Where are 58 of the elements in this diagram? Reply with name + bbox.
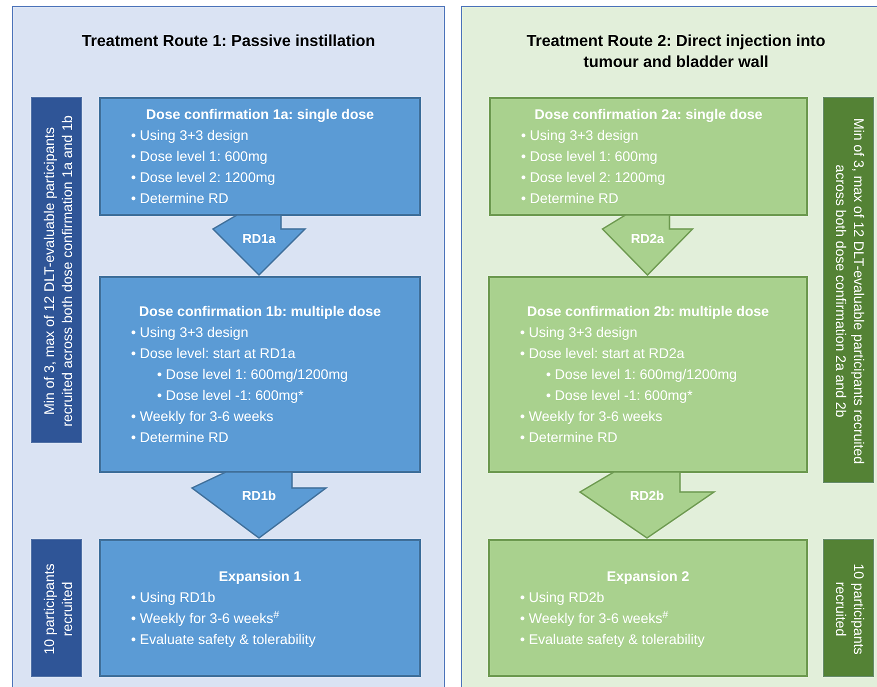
bullet-item: • Using 3+3 design bbox=[131, 126, 250, 145]
bullet-item: • Determine RD bbox=[520, 428, 618, 447]
step-box bbox=[99, 539, 421, 677]
panel-title: Treatment Route 1: Passive instillation bbox=[80, 32, 376, 52]
edge-label: RD2a bbox=[630, 230, 664, 248]
bullet-item: • Dose level 2: 1200mg bbox=[131, 168, 276, 187]
bar-text: Min of 3, max of 12 DLT-evaluable participants recruited across both dose confirmation 2a and 2b bbox=[832, 116, 868, 466]
step-box bbox=[99, 276, 421, 473]
bullet-item: • Evaluate safety & tolerability bbox=[131, 630, 317, 649]
route-panel bbox=[461, 6, 877, 687]
bullet-item: • Weekly for 3-6 weeks bbox=[131, 407, 274, 426]
block-arrow bbox=[601, 214, 694, 276]
bullet-item: • Dose level 2: 1200mg bbox=[521, 168, 666, 187]
bullet-item: • Weekly for 3-6 weeks$^{#}$ bbox=[520, 608, 670, 628]
bullet-item: • Evaluate safety & tolerability bbox=[520, 630, 706, 649]
sub-bullet-item: • Dose level 1: 600mg/1200mg bbox=[546, 365, 738, 384]
step-heading: Dose confirmation 2b: multiple dose bbox=[526, 302, 770, 321]
sub-bullet-item: • Dose level -1: 600mg* bbox=[546, 386, 694, 405]
edge-label: RD1b bbox=[242, 487, 276, 505]
side-bar bbox=[823, 539, 874, 677]
bullet-item: • Weekly for 3-6 weeks bbox=[520, 407, 664, 426]
bullet-item: • Using 3+3 design bbox=[520, 323, 638, 342]
panel-title: Treatment Route 2: Direct injection into tumour and bladder wall bbox=[526, 32, 826, 73]
sub-bullet-item: • Dose level 1: 600mg/1200mg bbox=[157, 365, 349, 384]
side-bar bbox=[823, 97, 874, 483]
block-arrow bbox=[578, 471, 716, 539]
bar-text: 10 participants recruited bbox=[832, 562, 868, 657]
bullet-item: • Weekly for 3-6 weeks$^{#}$ bbox=[131, 608, 280, 628]
step-box bbox=[99, 97, 421, 216]
route-panel bbox=[12, 6, 445, 687]
side-bar bbox=[31, 539, 82, 677]
bullet-item: • Dose level: start at RD2a bbox=[520, 344, 686, 363]
block-arrow bbox=[212, 214, 307, 276]
bullet-item: • Dose level: start at RD1a bbox=[131, 344, 296, 363]
side-bar bbox=[31, 97, 82, 443]
bullet-item: • Determine RD bbox=[131, 428, 230, 447]
bullet-item: • Using RD1b bbox=[131, 588, 216, 607]
bullet-item: • Using 3+3 design bbox=[521, 126, 640, 145]
step-heading: Dose confirmation 2a: single dose bbox=[534, 105, 764, 124]
step-heading: Expansion 1 bbox=[218, 567, 302, 586]
block-arrow bbox=[190, 471, 328, 539]
step-heading: Dose confirmation 1a: single dose bbox=[145, 105, 375, 124]
bullet-item: • Using RD2b bbox=[520, 588, 606, 607]
bullet-item: • Determine RD bbox=[521, 189, 620, 208]
step-box bbox=[488, 276, 808, 473]
step-box bbox=[489, 97, 808, 216]
bullet-item: • Determine RD bbox=[131, 189, 230, 208]
edge-label: RD2b bbox=[630, 487, 664, 505]
bar-text: Min of 3, max of 12 DLT-evaluable participants recruited across both dose confirmation 1a and 1b bbox=[40, 114, 76, 429]
edge-label: RD1a bbox=[242, 230, 276, 248]
step-box bbox=[488, 539, 808, 677]
sub-bullet-item: • Dose level -1: 600mg* bbox=[157, 386, 305, 405]
bar-text: 10 participants recruited bbox=[40, 562, 76, 657]
step-heading: Expansion 2 bbox=[606, 567, 690, 586]
bullet-item: • Dose level 1: 600mg bbox=[521, 147, 658, 166]
bullet-item: • Dose level 1: 600mg bbox=[131, 147, 268, 166]
bullet-item: • Using 3+3 design bbox=[131, 323, 250, 342]
step-heading: Dose confirmation 1b: multiple dose bbox=[138, 302, 382, 321]
